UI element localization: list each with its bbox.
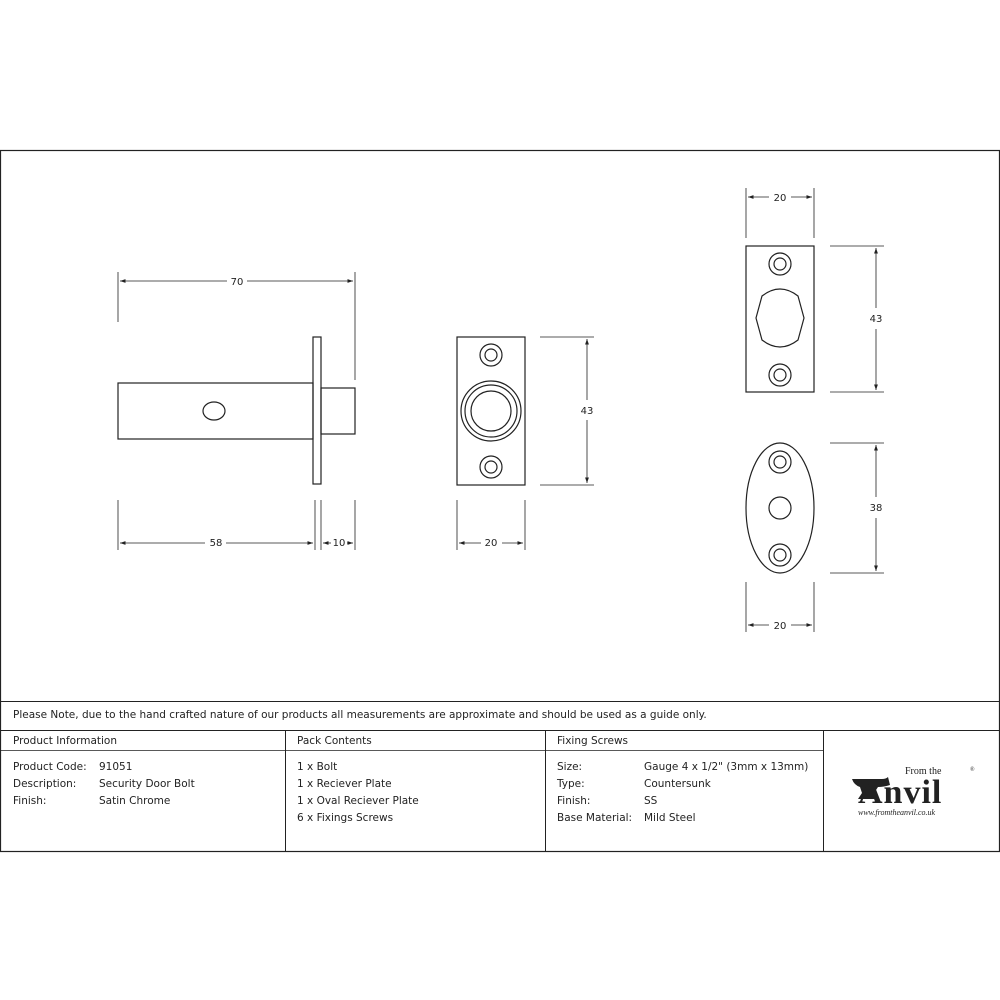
pack-item: 1 x Oval Reciever Plate (297, 795, 419, 807)
logo-from-the: From the (905, 766, 942, 777)
screw-finish-value: SS (644, 795, 658, 807)
dim-label-plate-width: 20 (485, 538, 498, 549)
dim-label-70: 70 (231, 277, 244, 288)
dim-face-plate (456, 336, 594, 550)
bolt-face-plate (456, 336, 526, 486)
screw-size-value: Gauge 4 x 1/2" (3mm x 13mm) (644, 761, 809, 773)
description-label: Description: (13, 778, 77, 790)
logo-registered-mark: ® (970, 766, 975, 773)
from-the-anvil-logo: From the ® Anvil www.fromtheanvil.co.uk (852, 766, 975, 817)
dim-bolt-overall (117, 272, 356, 380)
anvil-icon (852, 777, 890, 799)
dim-bolt-body (117, 500, 356, 550)
measurement-note: Please Note, due to the hand crafted nat… (13, 709, 707, 721)
screw-size-label: Size: (557, 761, 583, 773)
pack-item: 6 x Fixings Screws (297, 812, 394, 824)
logo-url: www.fromtheanvil.co.uk (858, 808, 936, 817)
dim-oval-plate (745, 442, 884, 632)
screw-finish-label: Finish: (557, 795, 591, 807)
product-code-value: 91051 (99, 761, 133, 773)
product-code-label: Product Code: (13, 761, 87, 773)
dim-label-oval-height: 38 (870, 503, 883, 514)
dim-label-58: 58 (210, 538, 223, 549)
screw-material-value: Mild Steel (644, 812, 696, 824)
screw-material-label: Base Material: (557, 812, 633, 824)
finish-value: Satin Chrome (99, 795, 171, 807)
finish-label: Finish: (13, 795, 47, 807)
sheet-border (0, 149, 1000, 853)
logo-brand: Anvil (858, 774, 942, 811)
dim-label-receiver-width: 20 (774, 193, 787, 204)
bolt-side-view (117, 336, 356, 485)
dim-label-receiver-height: 43 (870, 314, 883, 325)
screw-type-label: Type: (557, 778, 585, 790)
receiver-plate (745, 245, 815, 393)
dim-label-oval-width: 20 (774, 621, 787, 632)
pack-item: 1 x Bolt (297, 761, 338, 773)
oval-receiver-plate (745, 442, 815, 574)
screw-type-value: Countersunk (644, 778, 711, 790)
dim-receiver-plate (745, 188, 884, 393)
dim-label-plate-height: 43 (581, 406, 594, 417)
fixing-screws-heading: Fixing Screws (557, 735, 629, 747)
description-value: Security Door Bolt (99, 778, 195, 790)
product-info-heading: Product Information (13, 735, 117, 747)
pack-contents-heading: Pack Contents (297, 735, 372, 747)
pack-item: 1 x Reciever Plate (297, 778, 392, 790)
dim-label-10: 10 (333, 538, 346, 549)
